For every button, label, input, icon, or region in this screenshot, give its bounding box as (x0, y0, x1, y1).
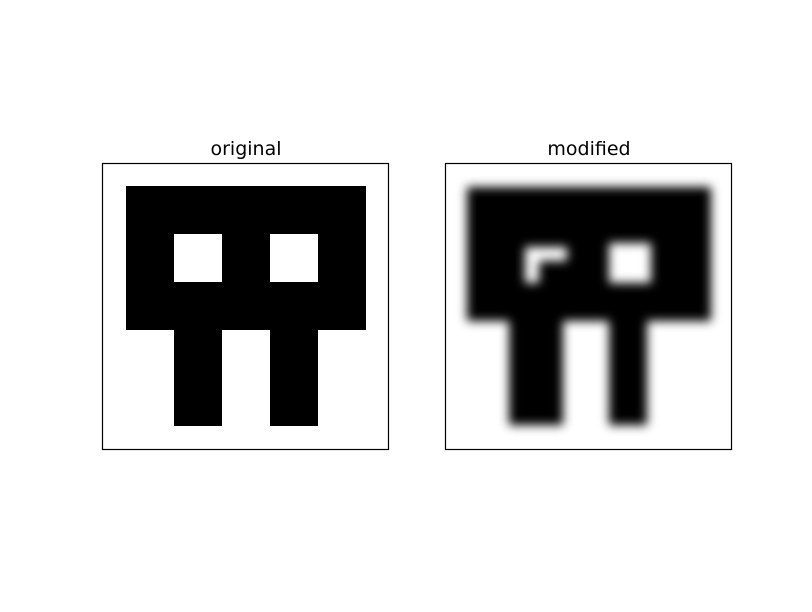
panel-frame (444, 162, 733, 451)
panel-title-original: original (210, 138, 282, 160)
blurred-shape-left-leg (509, 319, 563, 425)
shape-right-leg (270, 329, 318, 426)
shape-left-leg (174, 329, 222, 426)
blurred-shape-head (467, 187, 711, 321)
panel-title-modified: modified (547, 138, 631, 160)
shape-head (126, 186, 366, 330)
blurred-shape-right-leg (609, 319, 647, 425)
blurred-hole-artifact (539, 261, 567, 283)
original-shape (126, 186, 366, 426)
original-image-panel (101, 162, 390, 451)
modified-image-panel (444, 162, 733, 451)
modified-shape (467, 187, 711, 425)
